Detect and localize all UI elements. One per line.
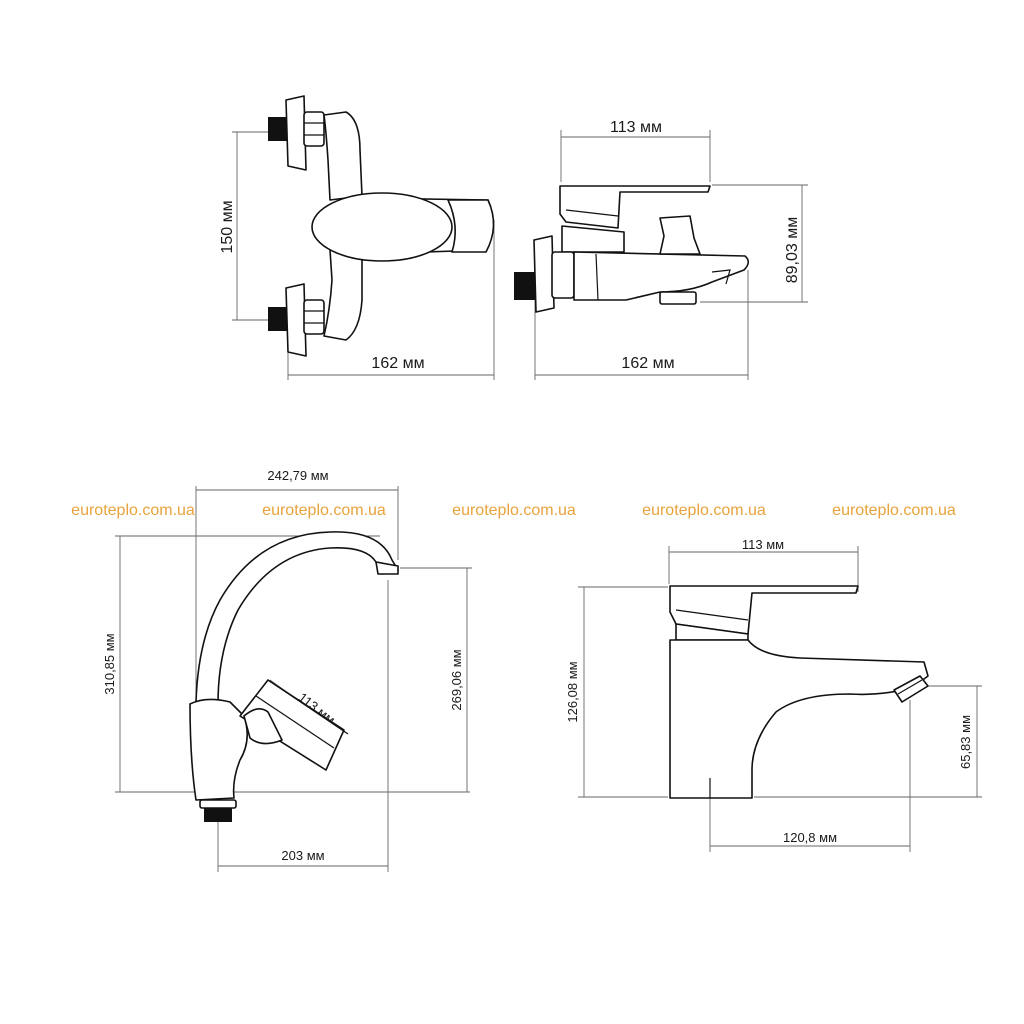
dim-label-269: 269,06 мм: [449, 649, 464, 710]
wall-mixer-front-view: 150 мм 162 мм: [219, 95, 495, 380]
dim-label-113-basin: 113 мм: [742, 537, 784, 552]
watermark-text: euroteplo.com.ua: [452, 502, 576, 519]
dim-label-113-top: 113 мм: [610, 119, 662, 136]
dim-label-162: 162 мм: [371, 355, 424, 372]
watermark-text: euroteplo.com.ua: [71, 502, 195, 519]
thread-icon: [514, 272, 538, 300]
thread-icon: [268, 307, 290, 331]
dim-label-242: 242,79 мм: [267, 468, 328, 483]
dim-label-65: 65,83 мм: [958, 715, 973, 769]
sink-mixer-side-view: 242,79 мм 310,85 мм 269,06 мм 203 мм 113…: [102, 468, 472, 872]
bottom-inlet: [268, 283, 325, 357]
dim-label-89: 89,03 мм: [784, 217, 801, 283]
top-inlet: [268, 95, 325, 171]
thread-icon: [268, 117, 290, 141]
dim-label-150: 150 мм: [219, 200, 236, 253]
dim-label-310: 310,85 мм: [102, 633, 117, 694]
dim-label-126: 126,08 мм: [565, 661, 580, 722]
dim-label-120: 120,8 мм: [783, 830, 837, 845]
dim-label-203: 203 мм: [281, 848, 324, 863]
watermark-text: euroteplo.com.ua: [832, 502, 956, 519]
wall-mixer-side-view: 113 мм 89,03 мм 162 мм: [514, 119, 808, 380]
basin-mixer-side-view: 113 мм 126,08 мм 65,83 мм 120,8 мм: [565, 537, 982, 852]
watermark-text: euroteplo.com.ua: [642, 502, 766, 519]
thread-icon: [204, 808, 232, 822]
dim-label-162-side: 162 мм: [621, 355, 674, 372]
watermark-text: euroteplo.com.ua: [262, 502, 386, 519]
watermark-row: euroteplo.com.ua euroteplo.com.ua eurote…: [71, 502, 956, 519]
